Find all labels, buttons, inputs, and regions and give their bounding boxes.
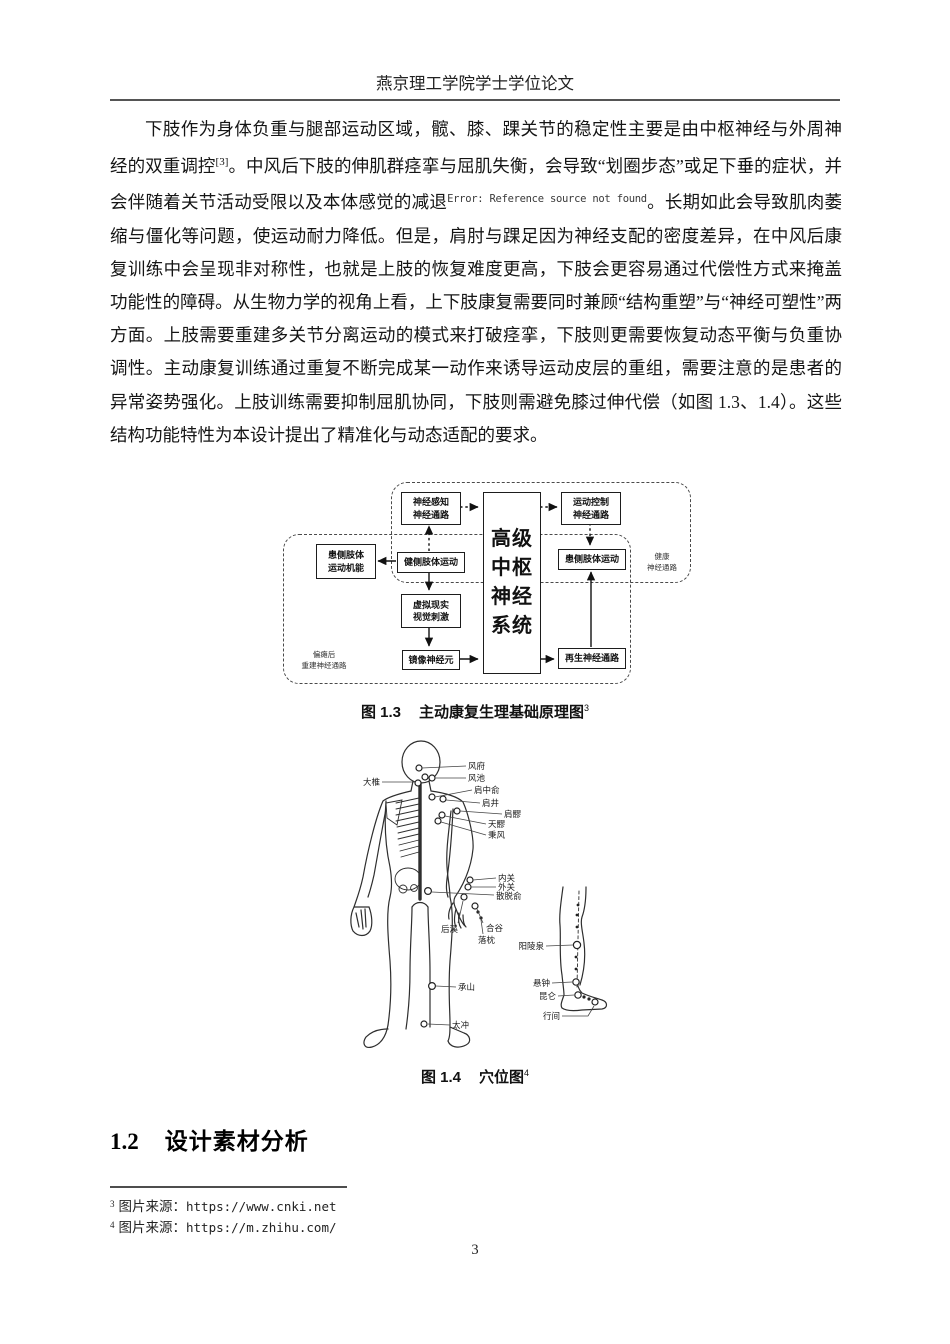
page-number: 3 [471,1242,479,1258]
label-healthy-neural-pathway: 健康 神经通路 [647,552,677,573]
figure-1-3-title: 主动康复生理基础原理图 [419,704,585,721]
acupoint-label-taichong: 太冲 [452,1020,469,1030]
acupoint-label-jianzhongshu: 肩中俞 [474,785,500,795]
acupoint-label-kunlun: 昆仑 [539,991,557,1001]
flowchart-arrows [377,502,596,664]
footnote-4-label: 图片来源： [118,1220,187,1235]
figure-1-3-number: 图 1.3 [360,704,401,721]
fc-box-motor-pathway: 运动控制 神经通路 [561,492,621,525]
footnote-4-url[interactable]: https://m.zhihu.com/ [186,1220,337,1235]
acupoint-label-wangu: 散脱俞 [496,891,522,901]
fc-box-affected-limb-movement: 患侧肢体运动 [558,549,626,570]
acupoint-label-bingfeng: 秉风 [488,830,506,840]
acupoint-label-tianliao: 天髎 [488,819,506,829]
acupoint-markers [414,764,599,1028]
page-header-title: 燕京理工学院学士学位论文 [376,74,574,93]
acupoint-label-houxi: 后溪 [441,924,459,934]
leg-outline [559,886,608,1012]
acupoint-label-chengshan: 承山 [458,982,475,992]
fc-box-affected-limb-function: 患侧肢体 运动机能 [316,544,376,579]
fc-box-regenerated-pathway: 再生神经通路 [558,648,626,669]
broken-reference-error: Error: Reference source not found [447,193,647,206]
section-heading-1-2: 1.2 设计素材分析 [110,1122,309,1156]
footnote-3-marker: 3 [110,1199,115,1209]
healthy-pathway-dashed-group [391,482,691,583]
label-rebuilt-neural-pathway: 偏瘫后 重建神经通路 [301,650,347,671]
body-paragraph: 下肢作为身体负重与腿部运动区域，髋、膝、踝关节的稳定性主要是由中枢神经与外周神经… [110,113,842,452]
rebuilt-pathway-dashed-group [283,534,631,684]
paragraph-segment: 。中风后下肢的伸肌群痉挛与屈肌失衡，会导致“划圈步态”或足下垂的症状，并会伴随着… [110,156,842,213]
section-number: 1.2 [110,1129,139,1154]
paragraph-segment: 下肢作为身体负重与腿部运动区域，髋、膝、踝关节的稳定性主要是由中枢神经与外周神经… [110,119,842,177]
label-leader-lines [382,765,595,1026]
header-rule [110,99,840,101]
acupoint-label-neiguan: 内关 [498,873,516,883]
footnote-4-marker: 4 [110,1220,115,1230]
figure-1-4-number: 图 1.4 [420,1069,461,1086]
footnote-separator [110,1186,347,1188]
fc-box-vr-visual-stimulus: 虚拟现实 视觉刺激 [401,594,461,628]
fc-box-central-nervous-system: 高级 中枢 神经 系统 [483,492,541,674]
figure-1-4-footnote-ref: 4 [524,1068,530,1078]
acupoint-label-xingjian: 行间 [543,1011,560,1021]
acupoint-label-hegu: 合谷 [486,923,504,933]
acupoint-labels: 大椎 风府 风池 肩中俞 肩井 肩髎 天髎 秉风 内关 外关 散脱俞 后溪 合谷… [363,761,560,1030]
figure-1-4-title: 穴位图 [479,1069,525,1086]
acupoint-label-xuanzhong: 悬钟 [533,978,550,988]
footnote-3-url[interactable]: https://www.cnki.net [186,1199,337,1214]
footnote-3-label: 图片来源： [118,1199,187,1214]
fc-box-healthy-limb-movement: 健侧肢体运动 [397,552,465,573]
acupoint-label-dazhui: 大椎 [363,777,381,787]
acupoint-label-jianjing: 肩井 [482,798,499,808]
acupoint-label-yanglingquan: 阳陵泉 [518,941,544,951]
acupoint-label-fengfu: 风府 [468,761,486,771]
figure-1-3-flowchart: 神经感知 神经通路 高级 中枢 神经 系统 运动控制 神经通路 患侧肢体 运动机… [276,479,696,691]
figure-1-4-acupoint-chart: 大椎 风府 风池 肩中俞 肩井 肩髎 天髎 秉风 内关 外关 散脱俞 后溪 合谷… [350,740,608,1048]
acupoint-label-fengchi: 风池 [468,773,486,783]
section-title: 设计素材分析 [164,1128,309,1154]
citation-ref-3: [3] [215,156,229,169]
fc-box-sensory-pathway: 神经感知 神经通路 [401,492,461,525]
figure-1-4-caption: 图 1.4 穴位图4 [0,1066,950,1087]
fc-box-mirror-neuron: 镜像神经元 [402,650,460,670]
acupoint-label-jianliao: 肩髎 [504,809,522,819]
figure-1-3-caption: 图 1.3 主动康复生理基础原理图3 [0,701,950,722]
acupoint-label-waiguan: 外关 [498,882,516,892]
acupoint-label-laozhen: 落枕 [478,935,496,945]
paragraph-segment: 。长期如此会导致肌肉萎缩与僵化等问题，使运动耐力降低。但是，肩肘与踝足因为神经支… [110,192,843,445]
figure-1-3-footnote-ref: 3 [584,703,590,713]
